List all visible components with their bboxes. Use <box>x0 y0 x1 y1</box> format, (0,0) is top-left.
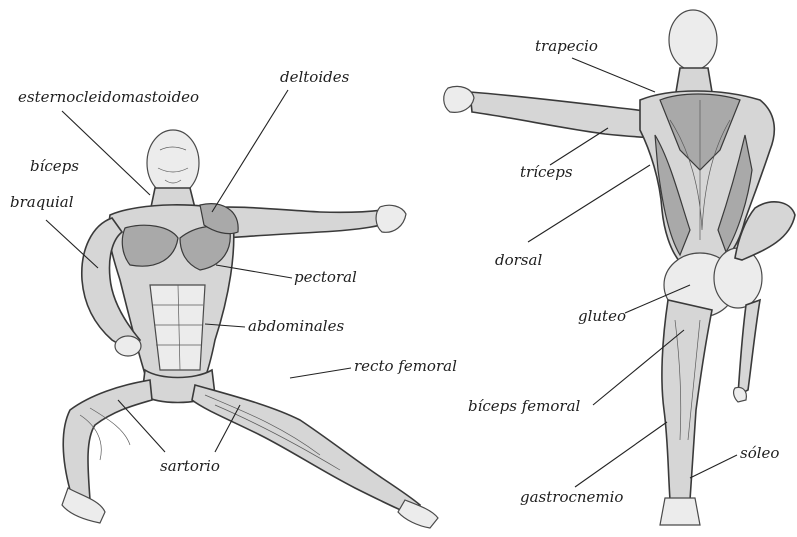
leader-gastrocnemio <box>575 422 667 487</box>
label-braquial: braquial <box>10 193 74 211</box>
label-biceps: bíceps <box>30 157 79 175</box>
label-esternocleidomastoideo: esternocleidomastoideo <box>18 88 199 106</box>
leader-esternocleidomastoideo <box>62 111 150 195</box>
label-pectoral: pectoral <box>294 268 357 286</box>
label-triceps: tríceps <box>520 163 573 181</box>
leader-triceps <box>550 128 608 165</box>
leader-deltoides <box>212 90 288 212</box>
label-deltoides: deltoides <box>280 68 349 86</box>
leader-soleo <box>690 455 737 478</box>
leader-recto-femoral <box>290 368 351 378</box>
leader-trapecio <box>572 58 655 92</box>
label-recto-femoral: recto femoral <box>354 357 457 375</box>
label-trapecio: trapecio <box>535 37 598 55</box>
label-abdominales: abdominales <box>248 317 344 335</box>
label-biceps-femoral: bíceps femoral <box>468 397 580 415</box>
label-sartorio: sartorio <box>160 457 220 475</box>
label-gastrocnemio: gastrocnemio <box>520 488 623 506</box>
label-soleo: sóleo <box>740 444 779 462</box>
label-dorsal: dorsal <box>495 251 542 269</box>
leader-sartorio-1 <box>118 400 165 452</box>
label-gluteo: gluteo <box>578 307 626 325</box>
